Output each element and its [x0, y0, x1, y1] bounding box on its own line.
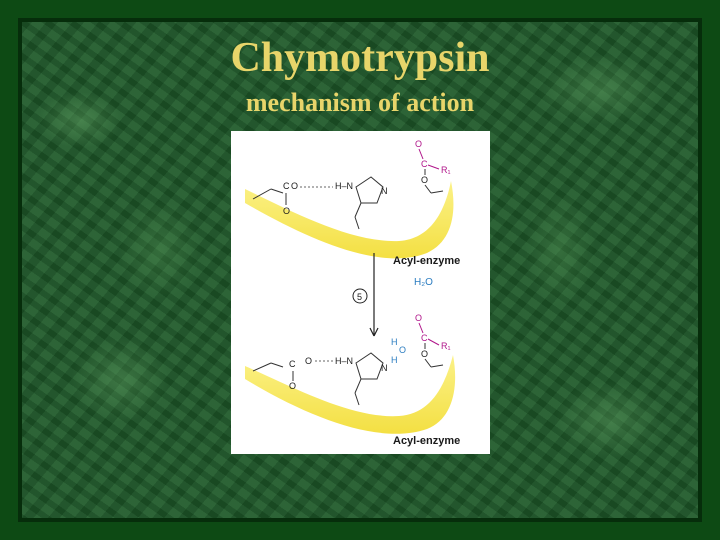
asp-carbon-top: C	[283, 181, 290, 191]
aspartate-top: C O O	[252, 181, 333, 216]
water-h1: H	[391, 337, 398, 347]
asp-oxygen-bottom: O	[289, 381, 296, 391]
his-n-bottom: N	[381, 363, 388, 373]
his-n-top: N	[381, 186, 388, 196]
step-marker	[352, 288, 368, 304]
asp-oxygen-top: O	[283, 206, 290, 216]
water-h2: H	[391, 355, 398, 365]
enzyme-surface-top	[245, 181, 454, 259]
asp-carbon-bottom: C	[289, 359, 296, 369]
mechanism-figure: C O O H–N N O C R₁ O	[231, 131, 490, 454]
aspartate-bottom: C O O	[252, 356, 333, 391]
slide-subtitle: mechanism of action	[245, 88, 475, 117]
step-number: 5	[357, 292, 362, 302]
acyl-oxygen-bottom: O	[415, 313, 422, 323]
water-o: O	[399, 345, 406, 355]
slide-title: Chymotrypsin	[230, 35, 490, 81]
asp-oxygen-minus-bottom: O	[305, 356, 312, 366]
top-acyl-enzyme-label: Acyl-enzyme	[393, 255, 460, 267]
histidine-bottom: H–N N	[335, 352, 388, 406]
his-hn-bottom: H–N	[335, 356, 353, 366]
bottom-acyl-enzyme-label: Acyl-enzyme	[393, 435, 460, 447]
acyl-carbon-top: C	[421, 159, 428, 169]
ser-oxygen-bottom: O	[421, 349, 428, 359]
acyl-r1-bottom: R₁	[441, 341, 451, 351]
histidine-top: H–N N	[335, 176, 388, 230]
acyl-oxygen-top: O	[415, 139, 422, 149]
acyl-carbon-bottom: C	[421, 333, 428, 343]
acyl-group-bottom: O C R₁ O	[415, 313, 451, 368]
acyl-group-top: O C R₁ O	[415, 139, 451, 194]
water-molecule: H O H	[391, 337, 406, 365]
mechanism-diagram: C O O H–N N O C R₁ O	[245, 139, 460, 447]
acyl-r1-top: R₁	[441, 165, 451, 175]
his-hn-top: H–N	[335, 181, 353, 191]
asp-oxygen-minus-top: O	[291, 181, 298, 191]
ser-oxygen-top: O	[421, 175, 428, 185]
enzyme-surface-bottom	[245, 355, 456, 434]
water-label: H₂O	[414, 277, 433, 288]
